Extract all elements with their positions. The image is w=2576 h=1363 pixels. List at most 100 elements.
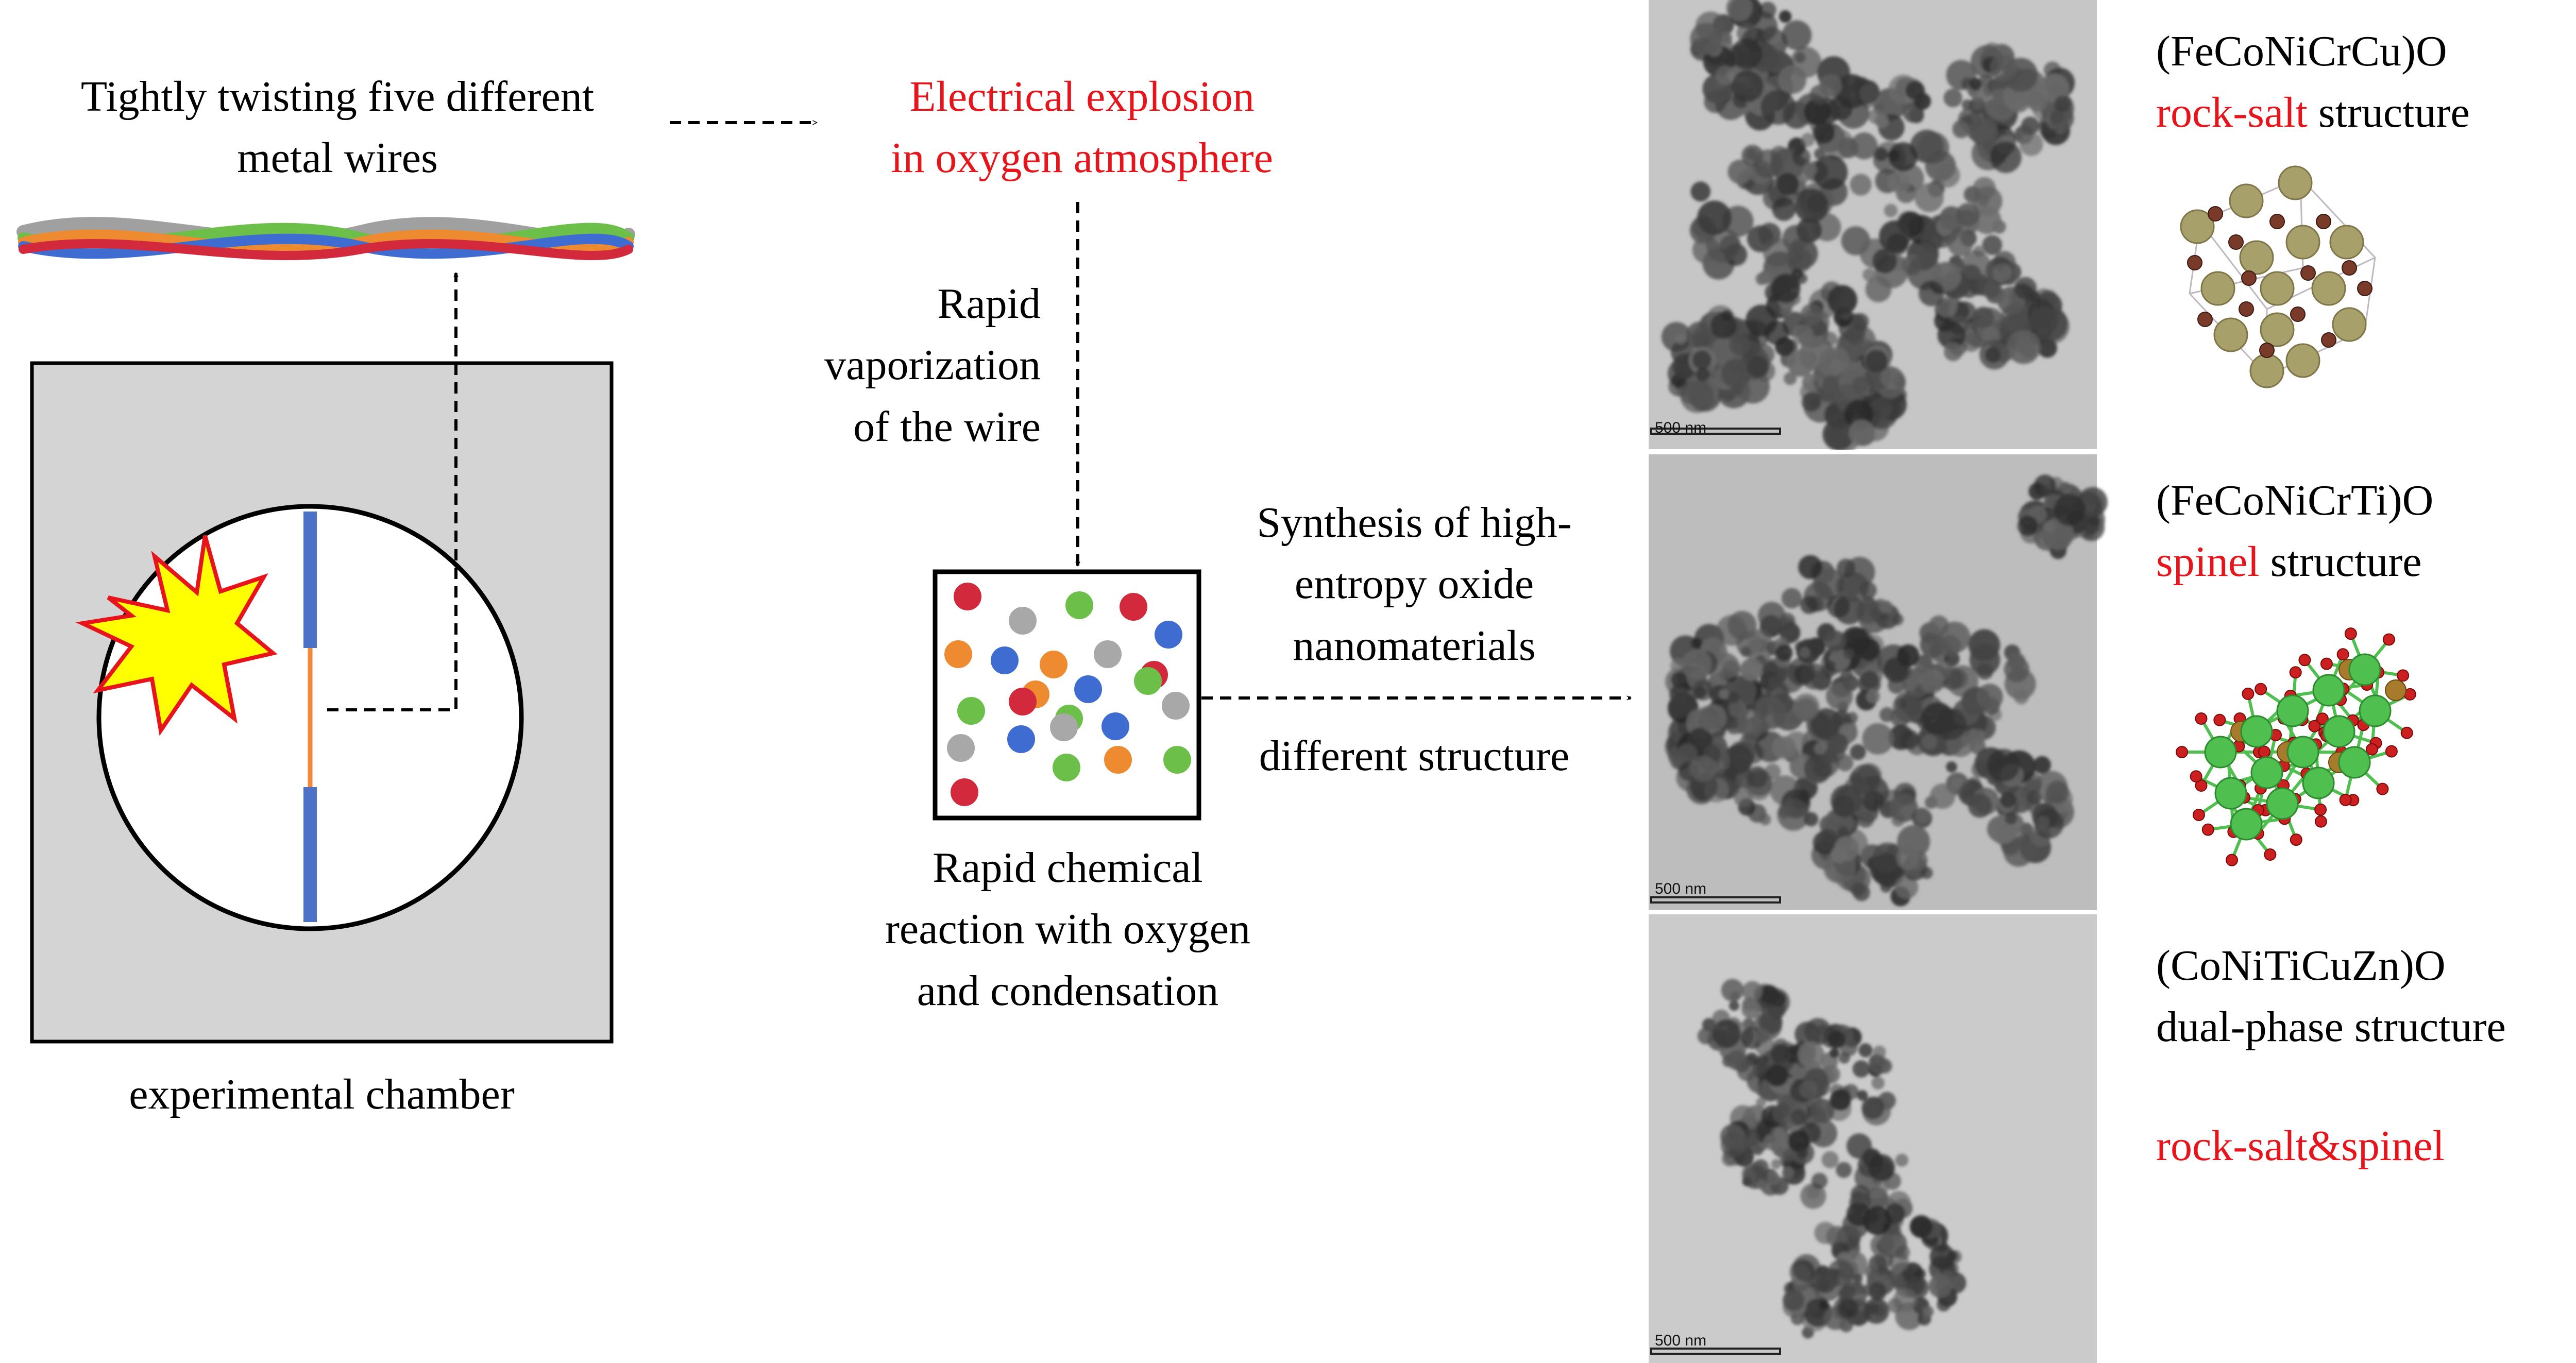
reaction-label-line-1: Rapid chemical (933, 844, 1203, 892)
tem-nanoparticle (1798, 555, 1823, 580)
tem-nanoparticle (1800, 596, 1819, 614)
tem-nanoparticle (1827, 1030, 1845, 1049)
tem-nanoparticle (1719, 31, 1732, 45)
tem-nanoparticle (1741, 999, 1761, 1019)
spinel-oxygen-atom (2382, 633, 2395, 646)
tem-nanoparticle (1697, 1027, 1715, 1045)
spinel-octahedral-atom (2266, 787, 2299, 820)
oxygen-atom (2321, 332, 2336, 348)
tem-nanoparticle (1747, 233, 1759, 246)
tem-nanoparticle (1887, 1298, 1903, 1313)
rocksalt-crystal-model (2180, 165, 2376, 388)
tem-nanoparticle (1723, 744, 1753, 775)
tem-nanoparticle (1787, 247, 1812, 273)
tem-nanoparticle (1887, 233, 1908, 255)
tem-nanoparticle (1946, 60, 1976, 90)
tem-nanoparticle (1768, 673, 1783, 689)
tem-nanoparticle (1794, 52, 1806, 63)
tem-nanoparticle (1804, 98, 1831, 125)
tem-nanoparticle (1719, 689, 1730, 700)
tem-nanoparticle (1919, 280, 1944, 306)
synthesis-label-line-3: nanomaterials (1293, 621, 1536, 670)
tem-nanoparticle (1691, 637, 1702, 649)
tem-nanoparticle (1760, 272, 1772, 284)
reaction-box (933, 569, 1201, 821)
tem-nanoparticle (1920, 669, 1945, 694)
explosion-label: Electrical explosion in oxygen atmospher… (835, 66, 1329, 189)
chamber-label-text: experimental chamber (129, 1070, 515, 1118)
spinel-oxygen-atom (2190, 770, 2202, 783)
tem-image-1 (1649, 0, 2097, 453)
spinel-oxygen-atom (2192, 809, 2205, 821)
tem-nanoparticle (2000, 792, 2016, 808)
tem-nanoparticle (1804, 754, 1833, 782)
tem-nanoparticle (1721, 979, 1744, 1002)
spinel-octahedral-atom (2312, 674, 2345, 707)
explosion-label-line-1: Electrical explosion (909, 73, 1255, 121)
tem-nanoparticle (1682, 649, 1712, 679)
tem-nanoparticle (1729, 1000, 1739, 1011)
tem-nanoparticle (1828, 96, 1853, 121)
spinel-tetrahedral-atom (2385, 679, 2406, 701)
tem-nanoparticle (1871, 1076, 1885, 1090)
tem-nanoparticle (1782, 20, 1812, 50)
tem-nanoparticle (1929, 783, 1956, 809)
tem-nanoparticle (1752, 1145, 1764, 1156)
tem-nanoparticle (1733, 787, 1753, 807)
cation-atom (2311, 271, 2346, 306)
spinel-octahedral-atom (2240, 715, 2273, 748)
tem-nanoparticle (1952, 121, 1970, 139)
cation-atom (2332, 307, 2367, 342)
tem-nanoparticle (1860, 671, 1879, 689)
tem-nanoparticle (1939, 621, 1971, 653)
tem-nanoparticle (1759, 813, 1771, 826)
spinel-octahedral-atom (2323, 715, 2355, 748)
tem-nanoparticle (1754, 1028, 1770, 1044)
tem-nanoparticle (1878, 1235, 1894, 1251)
tem-nanoparticle (1727, 692, 1740, 704)
tem-nanoparticle (1702, 1018, 1716, 1032)
tem-nanoparticle (1827, 594, 1850, 618)
tem-nanoparticle (1969, 117, 1998, 146)
tem-nanoparticle (1698, 704, 1727, 732)
tem-nanoparticle (2054, 494, 2086, 526)
synthesis-label: Synthesis of high- entropy oxide nanomat… (1200, 492, 1628, 676)
tem-nanoparticle (1922, 734, 1938, 750)
tem-nanoparticle (1804, 1018, 1832, 1046)
different-structure-label: different structure (1200, 725, 1628, 787)
tem-nanoparticle (1790, 1311, 1804, 1325)
tem-nanoparticle (1880, 368, 1900, 387)
cation-atom (2229, 183, 2264, 218)
tem-nanoparticle (1778, 65, 1807, 94)
cation-atom (2260, 312, 2295, 347)
tem-nanoparticle (1841, 674, 1859, 692)
vaporization-label-line-3: of the wire (853, 402, 1041, 451)
tem-nanoparticle (1737, 1061, 1757, 1081)
tem-nanoparticle (2040, 485, 2050, 496)
oxide-particle (1065, 591, 1093, 619)
tem-nanoparticle (1853, 1273, 1863, 1283)
oxygen-atom (2357, 281, 2372, 296)
vaporization-label-line-2: vaporization (824, 341, 1041, 389)
tem-nanoparticle (1772, 1103, 1793, 1124)
tem-nanoparticle (1793, 693, 1820, 721)
cation-atom (2249, 353, 2284, 388)
tem-nanoparticle (1814, 148, 1826, 160)
tem-nanoparticle (1972, 306, 1994, 329)
vaporization-label: Rapid vaporization of the wire (711, 273, 1041, 457)
spinel-oxygen-atom (2201, 823, 2214, 836)
vaporization-label-line-1: Rapid (937, 280, 1041, 328)
tem-nanoparticle (1929, 1244, 1955, 1270)
tem-nanoparticle (1837, 558, 1855, 577)
oxide-particle (944, 640, 972, 668)
tem-nanoparticle (1841, 626, 1870, 656)
tem-nanoparticle (1879, 600, 1893, 614)
tem-nanoparticle (1960, 783, 1976, 799)
tem-nanoparticle (1783, 1149, 1796, 1162)
tem-nanoparticle (2017, 515, 2038, 536)
tem-nanoparticle (1770, 1043, 1790, 1063)
tem-nanoparticle (1756, 1179, 1767, 1190)
tem-nanoparticle (1863, 1298, 1889, 1324)
oxide-particle (1050, 713, 1078, 741)
material-3-phase-label: rock-salt&spinel (2156, 1115, 2576, 1177)
